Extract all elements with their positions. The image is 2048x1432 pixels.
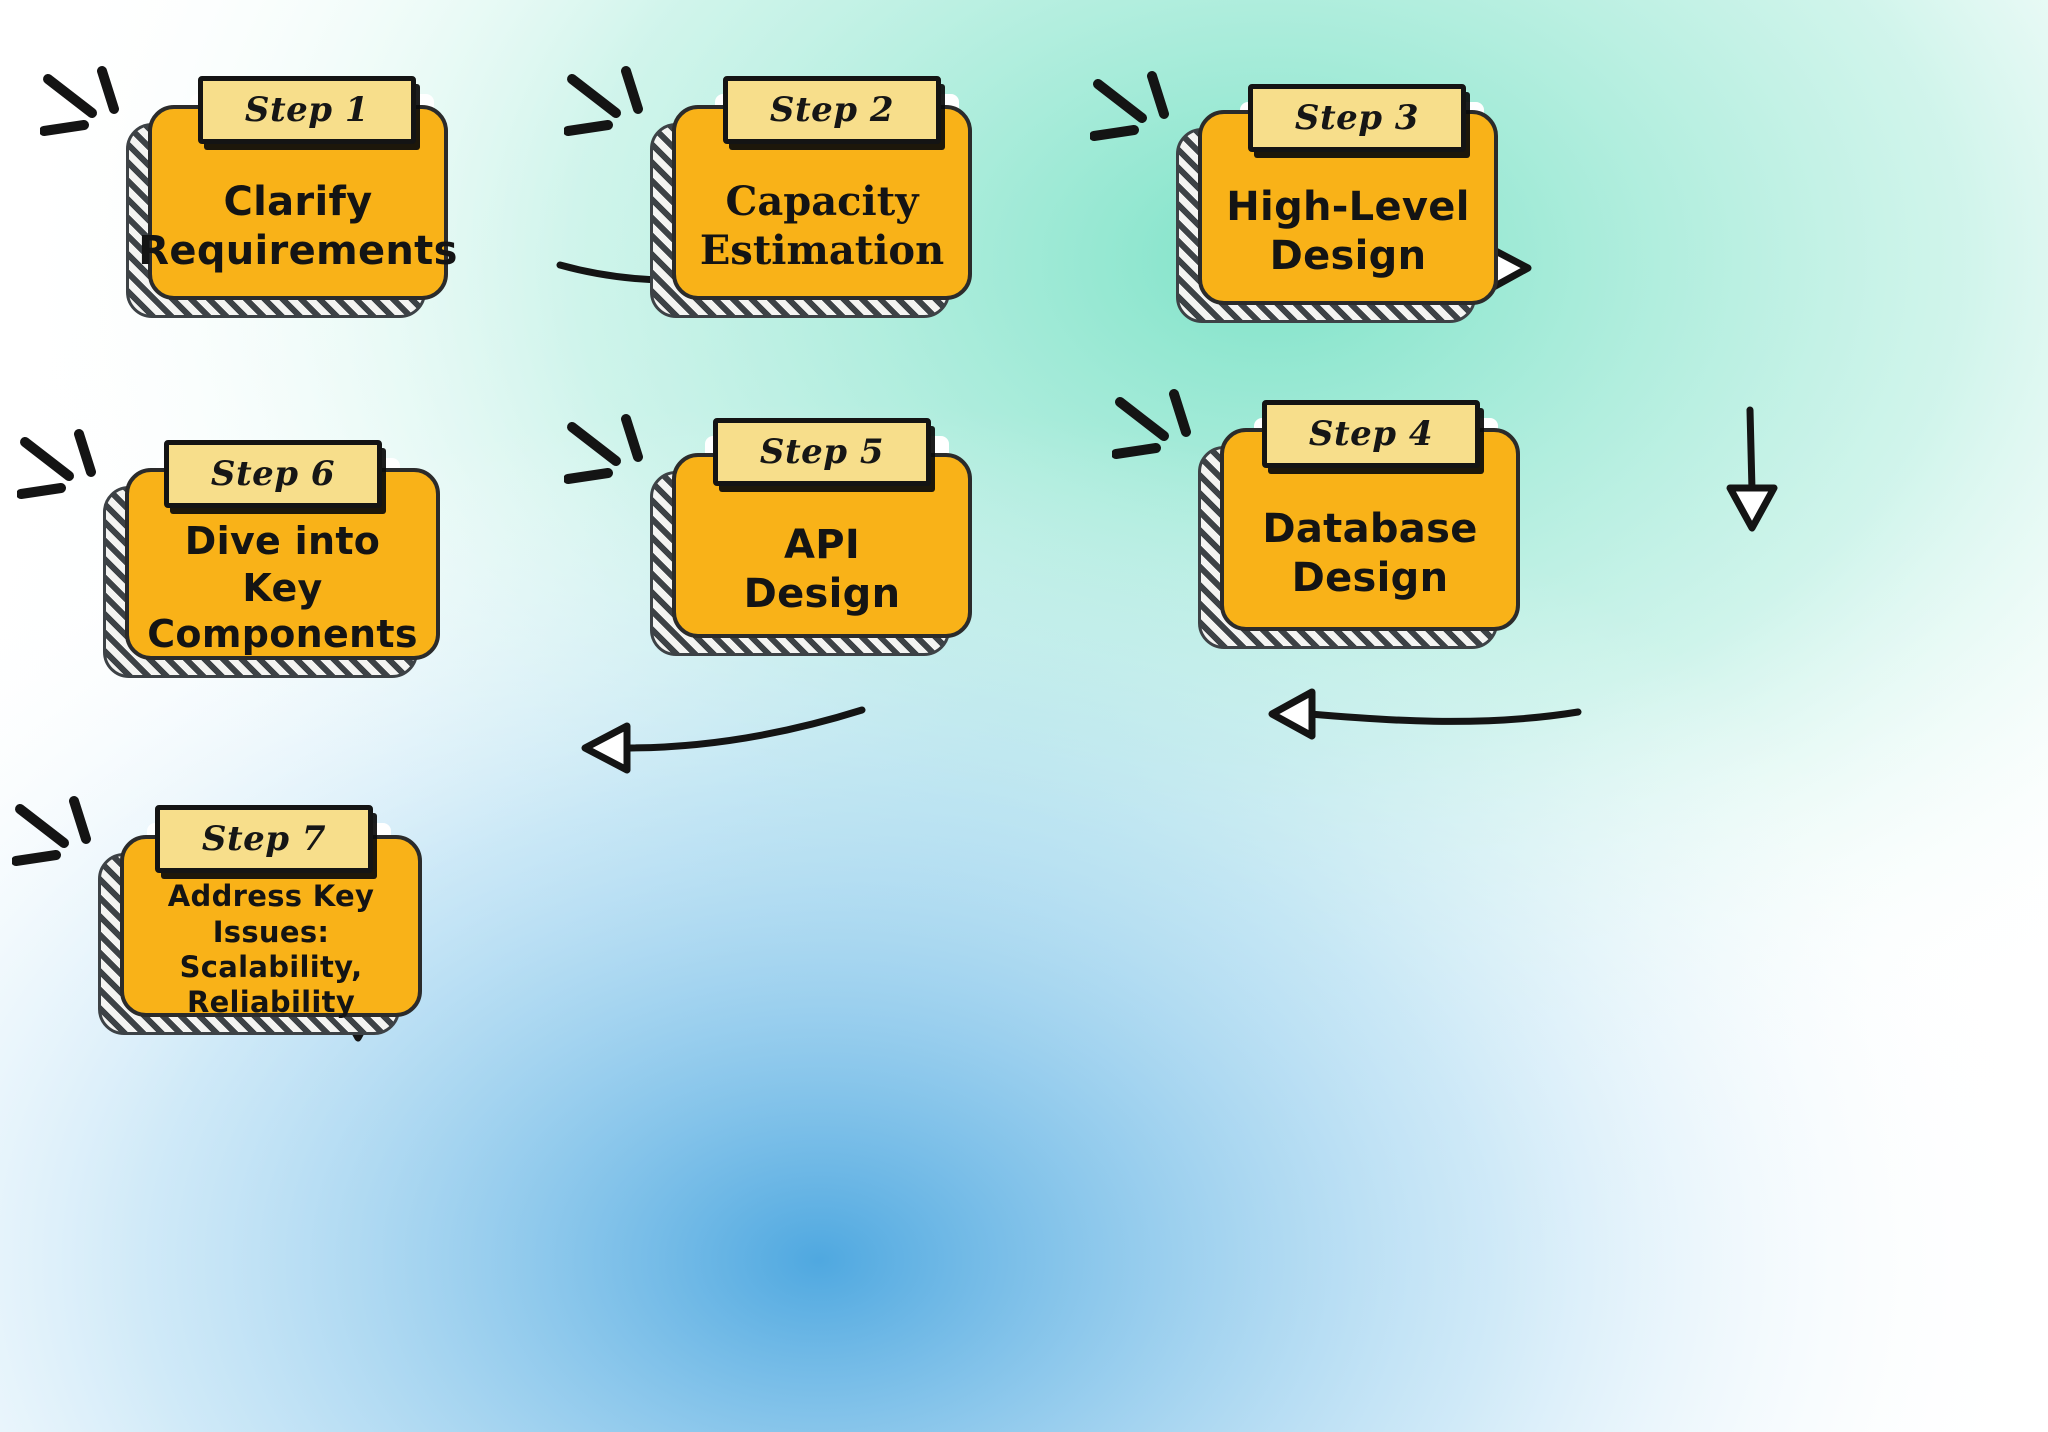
- sparkle-icon: [11, 795, 104, 885]
- node-body-text: High-Level Design: [1226, 183, 1470, 279]
- sparkle-icon: [1089, 70, 1182, 160]
- sparkle-icon: [563, 65, 656, 155]
- step-badge[interactable]: Step 1: [198, 76, 416, 144]
- step-badge[interactable]: Step 5: [713, 418, 931, 486]
- step-badge[interactable]: Step 7: [155, 805, 373, 873]
- step-badge-label: Step 5: [759, 432, 885, 472]
- step-badge-label: Step 6: [210, 454, 336, 494]
- edge-step4-step5: [1268, 688, 1582, 740]
- sparkle-icon: [16, 428, 109, 518]
- sparkle-icon: [563, 413, 656, 503]
- step-badge-label: Step 3: [1294, 98, 1420, 138]
- step-badge-label: Step 2: [769, 90, 895, 130]
- node-body-text: Capacity Estimation: [699, 177, 945, 274]
- step-badge-label: Step 4: [1308, 414, 1434, 454]
- step-badge[interactable]: Step 4: [1262, 400, 1480, 468]
- edge-step3-step4: [1726, 406, 1778, 532]
- edge-step5-step6: [581, 706, 866, 774]
- step-badge[interactable]: Step 3: [1248, 84, 1466, 152]
- step-badge-label: Step 7: [201, 819, 327, 859]
- node-body-text: API Design: [743, 521, 901, 617]
- node-body-text: Dive into Key Components: [147, 519, 418, 657]
- step-badge[interactable]: Step 6: [164, 440, 382, 508]
- step-badge[interactable]: Step 2: [723, 76, 941, 144]
- step-badge-label: Step 1: [244, 90, 370, 130]
- sparkle-icon: [1111, 388, 1204, 478]
- node-body-text: Clarify Requirements: [138, 178, 458, 274]
- node-body-text: Address Key Issues: Scalability, Reliabi…: [167, 879, 375, 1020]
- node-body-text: Database Design: [1262, 505, 1478, 601]
- sparkle-icon: [39, 65, 132, 155]
